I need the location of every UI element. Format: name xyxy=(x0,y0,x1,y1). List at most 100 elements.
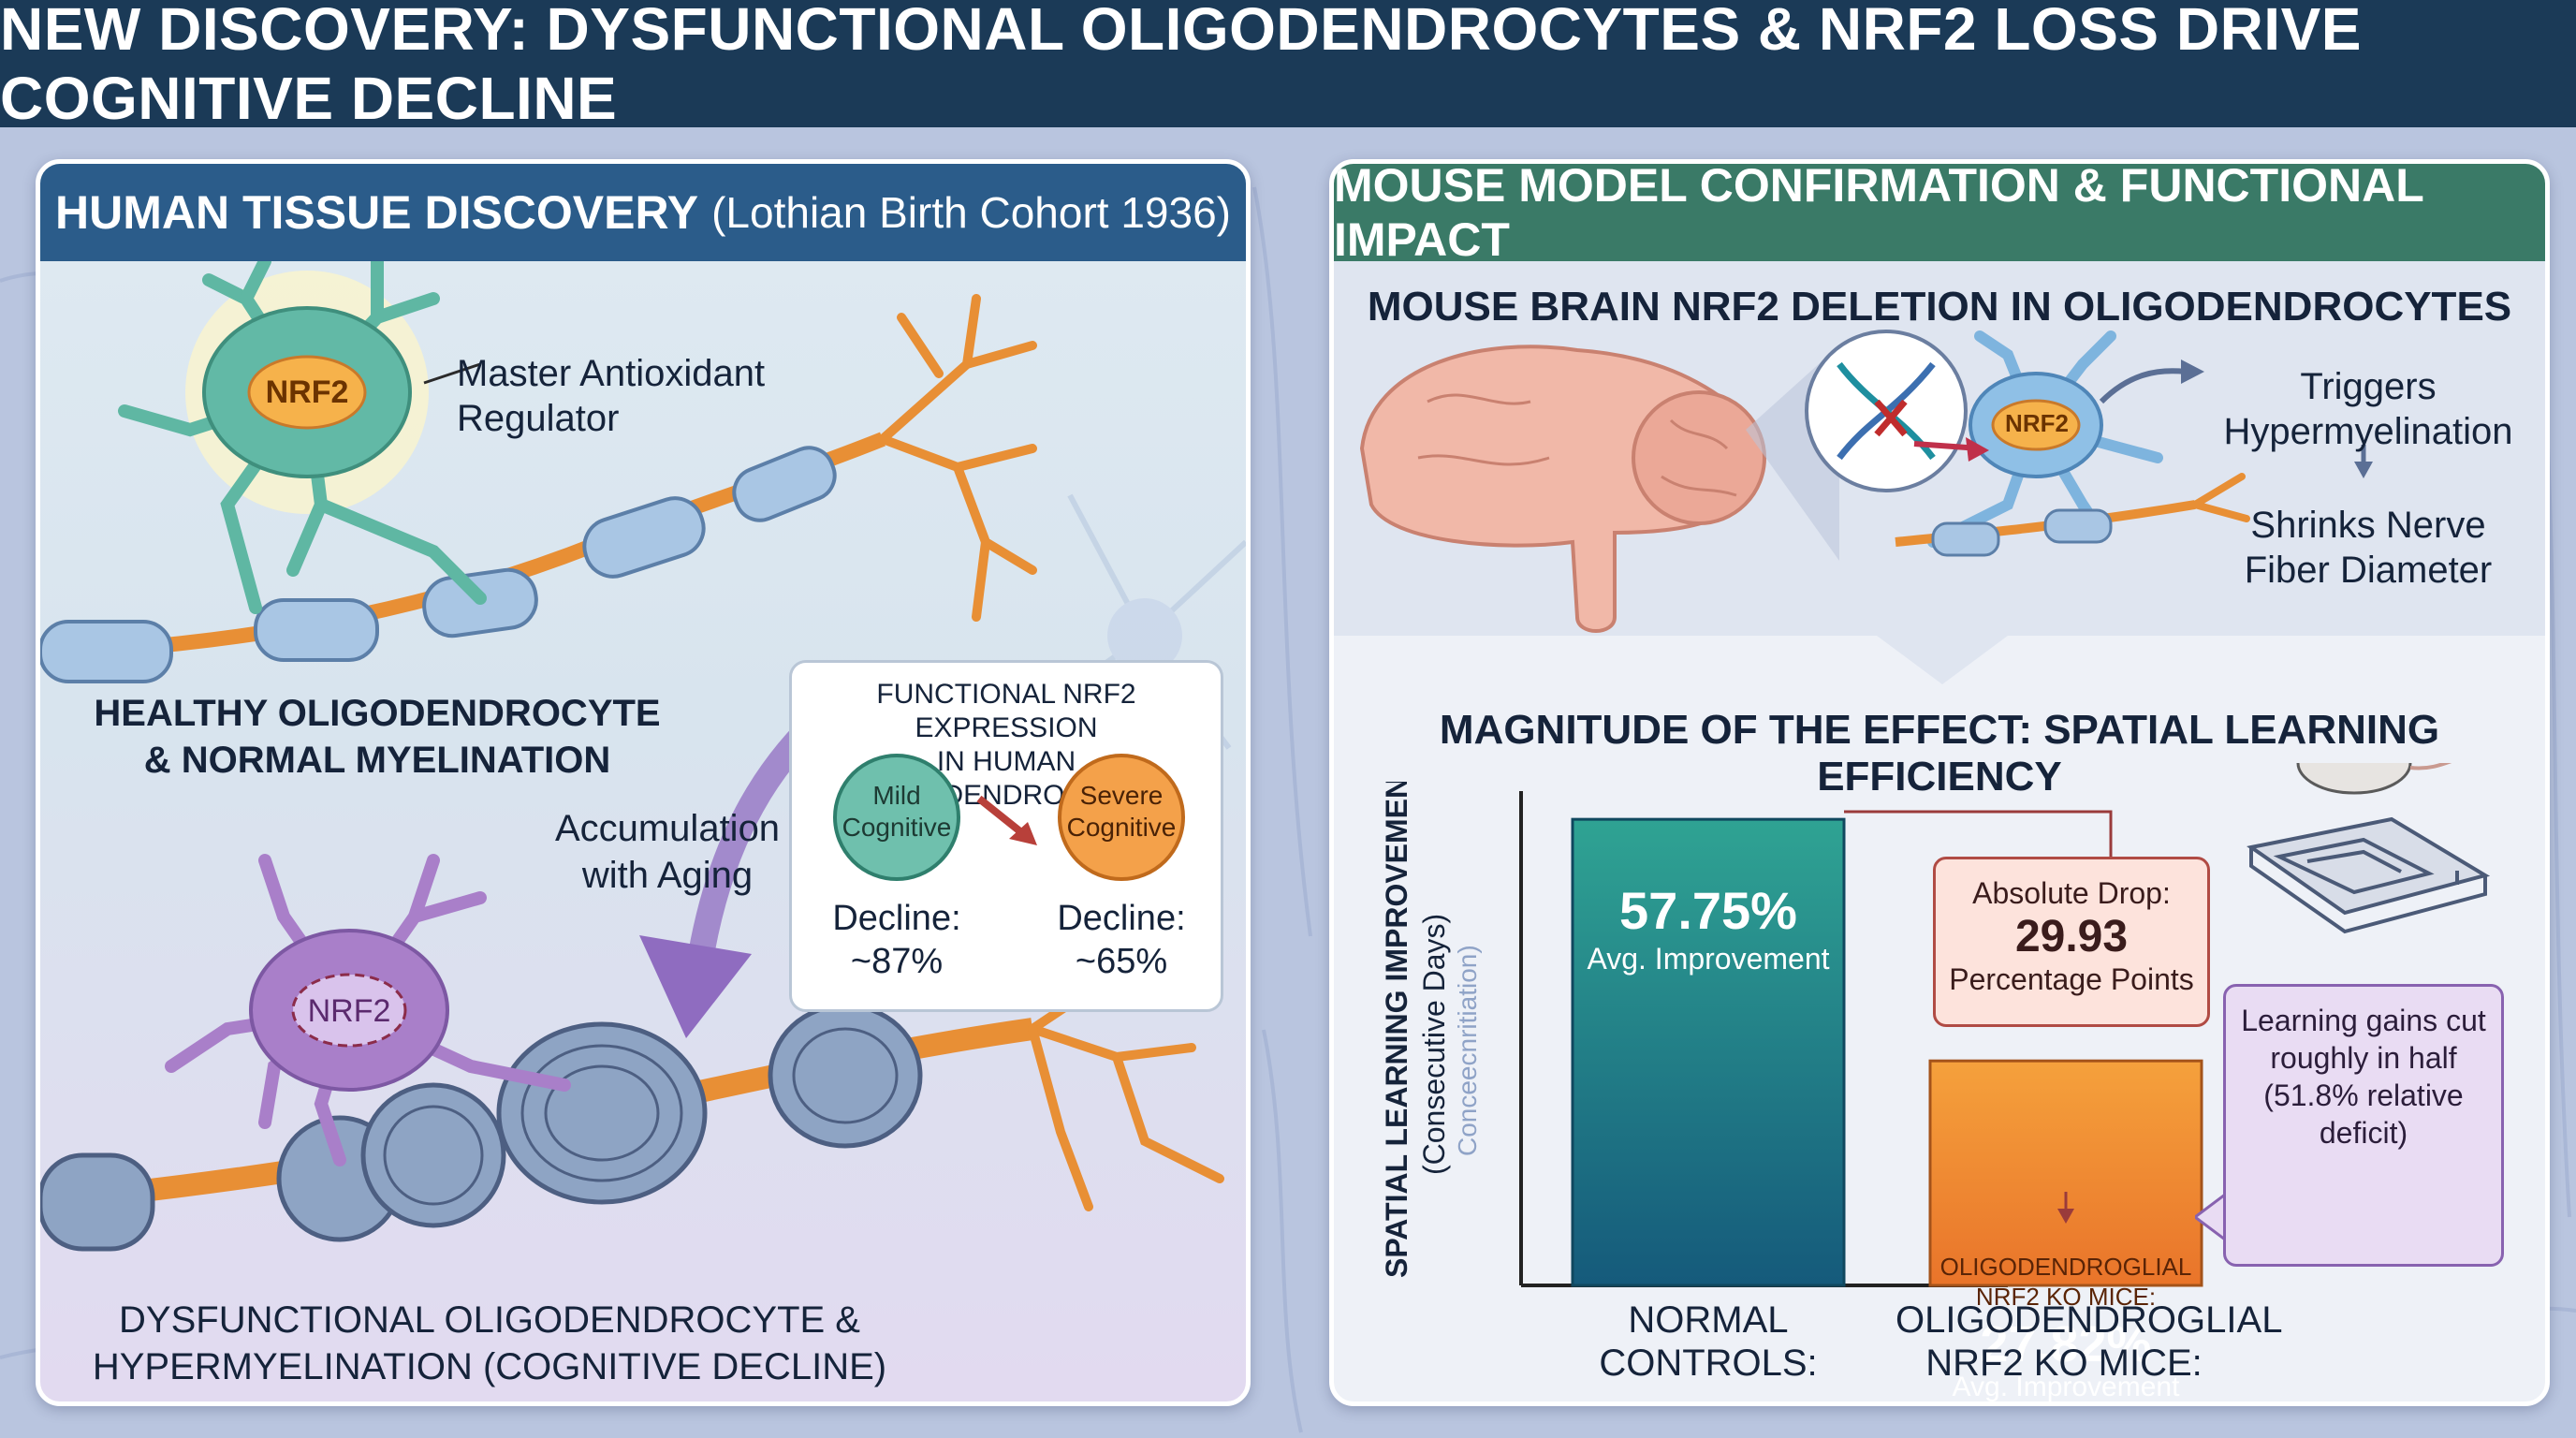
healthy-caption-line-2: & NORMAL MYELINATION xyxy=(143,740,611,781)
x-label-ko-line-2: NRF2 KO MICE: xyxy=(1925,1343,2203,1384)
learning-gains-line-3: (51.8% relative xyxy=(2263,1078,2464,1112)
severe-decline-value: ~65% xyxy=(1075,942,1168,981)
bar1-sub: Avg. Improvement xyxy=(1587,942,1830,976)
learning-gains-line-4: deficit) xyxy=(2319,1116,2408,1150)
dysfunctional-nrf2-label: NRF2 xyxy=(307,993,391,1029)
mouse-model-header-text: MOUSE MODEL CONFIRMATION & FUNCTIONAL IM… xyxy=(1334,159,2423,266)
master-regulator-annotation: Master Antioxidant Regulator xyxy=(457,351,831,441)
severe-label-line-1: Severe xyxy=(1079,781,1164,810)
triggers-line-2: Hypermyelination xyxy=(2223,411,2513,452)
decline-arrow-head-icon xyxy=(1009,822,1037,845)
triggers-line-1: Triggers xyxy=(2300,366,2437,407)
absolute-drop-callout: Absolute Drop: 29.93 Percentage Points xyxy=(1933,857,2210,1027)
aging-caption-line-1: Accumulation xyxy=(554,808,781,849)
mild-decline-label: Decline: xyxy=(832,899,961,938)
absolute-drop-line-1: Absolute Drop: xyxy=(1972,876,2171,910)
aging-caption-line-2: with Aging xyxy=(581,855,754,896)
expression-title-line-1: FUNCTIONAL NRF2 EXPRESSION xyxy=(876,679,1136,743)
mouse-model-header: MOUSE MODEL CONFIRMATION & FUNCTIONAL IM… xyxy=(1334,164,2545,266)
learning-gains-line-1: Learning gains cut xyxy=(2241,1004,2486,1037)
mouse-nrf2-label: NRF2 xyxy=(2005,409,2069,437)
dysfunctional-oligodendrocyte-icon xyxy=(165,854,571,1167)
decline-arrow-icon xyxy=(976,795,1029,840)
triggers-arrow-icon xyxy=(2099,368,2187,404)
human-tissue-header-sub: (Lothian Birth Cohort 1936) xyxy=(711,188,1231,237)
shrinks-arrow-head-icon xyxy=(2354,462,2373,478)
drop-connector-top xyxy=(1844,810,2113,857)
x-label-normal-line-2: CONTROLS: xyxy=(1599,1343,1818,1384)
y-axis-label-faded: Conceecnritiation) xyxy=(1453,945,1482,1156)
human-tissue-header: HUMAN TISSUE DISCOVERY (Lothian Birth Co… xyxy=(40,164,1246,261)
mild-label-line-2: Cognitive xyxy=(842,813,952,842)
aging-caption: Accumulation with Aging xyxy=(527,805,808,899)
bar2-header: OLIGODENDROGLIAL NRF2 KO MICE: xyxy=(1930,1252,2202,1312)
bar-normal-controls xyxy=(1571,817,1846,1287)
bar2-header-line-1: OLIGODENDROGLIAL xyxy=(1939,1253,2192,1281)
x-label-ko-line-1: OLIGODENDROGLIAL xyxy=(1895,1299,2283,1341)
x-label-ko: OLIGODENDROGLIAL NRF2 KO MICE: xyxy=(1895,1299,2283,1385)
healthy-oligodendrocyte-icon xyxy=(118,261,487,614)
learning-gains-text: Learning gains cut roughly in half (51.8… xyxy=(2226,1002,2501,1152)
x-label-normal: NORMAL CONTROLS: xyxy=(1573,1299,1844,1385)
y-axis-label-group: SPATIAL LEARNING IMPROVEMENT (Consecutiv… xyxy=(1380,782,1482,1278)
severe-decline-label: Decline: xyxy=(1057,899,1186,938)
deletion-arrow-head-icon xyxy=(1966,437,1989,462)
absolute-drop-value: 29.93 xyxy=(2014,912,2129,961)
x-label-normal-line-1: NORMAL xyxy=(1628,1299,1789,1341)
triggers-arrow-head-icon xyxy=(2181,360,2204,384)
healthy-axon-icon xyxy=(40,294,1037,683)
bar2-value: 27.82% xyxy=(1980,1316,2152,1372)
mouse-brain-icon xyxy=(1359,345,1766,633)
learning-gains-line-2: roughly in half xyxy=(2270,1041,2457,1075)
annotation-line-1: Master Antioxidant xyxy=(457,353,766,394)
severe-cognitive-label: Severe Cognitive xyxy=(1060,780,1183,844)
section-pointer xyxy=(1877,636,2008,684)
bar-nrf2-ko-mice xyxy=(1928,1059,2203,1287)
annotation-line-2: Regulator xyxy=(457,398,620,439)
mild-label-line-1: Mild xyxy=(872,781,921,810)
y-axis-label-sub: (Consecutive Days) xyxy=(1417,914,1451,1175)
drop-arrow-head-icon xyxy=(2057,1209,2074,1224)
dysfunctional-caption-line-1: DYSFUNCTIONAL OLIGODENDROCYTE & xyxy=(119,1299,860,1341)
deletion-illustration xyxy=(1359,330,2373,684)
page-title: NEW DISCOVERY: DYSFUNCTIONAL OLIGODENDRO… xyxy=(0,0,2362,132)
dysfunctional-caption-line-2: HYPERMYELINATION (COGNITIVE DECLINE) xyxy=(92,1346,887,1387)
mild-to-severe-diagram xyxy=(833,754,1185,881)
human-tissue-panel: HUMAN TISSUE DISCOVERY (Lothian Birth Co… xyxy=(36,159,1251,1406)
healthy-nrf2-label: NRF2 xyxy=(265,374,349,410)
bar2-label: 27.82% Avg. Improvement xyxy=(1930,1316,2202,1402)
bar1-value: 57.75% xyxy=(1619,881,1797,940)
nrf2-expression-box: FUNCTIONAL NRF2 EXPRESSION IN HUMAN OLIG… xyxy=(789,660,1223,1012)
shrinks-line-1: Shrinks Nerve xyxy=(2250,505,2486,546)
mild-decline-value: ~87% xyxy=(850,942,944,981)
y-axis-label: SPATIAL LEARNING IMPROVEMENT xyxy=(1380,782,1413,1278)
annotation-pointer xyxy=(423,362,481,385)
triggers-label: Triggers Hypermyelination xyxy=(2200,364,2537,454)
spatial-learning-chart xyxy=(1519,763,2491,1287)
mouse-maze-icon xyxy=(2247,763,2491,934)
mild-cognitive-label: Mild Cognitive xyxy=(835,780,959,844)
human-tissue-header-text: HUMAN TISSUE DISCOVERY xyxy=(55,186,699,239)
background-neuron-icon xyxy=(1049,493,1246,750)
mouse-subheader: MOUSE BRAIN NRF2 DELETION IN OLIGODENDRO… xyxy=(1367,284,2512,330)
healthy-caption: HEALTHY OLIGODENDROCYTE & NORMAL MYELINA… xyxy=(78,690,677,784)
ko-oligodendrocyte-icon xyxy=(1895,330,2250,557)
bar1-label: 57.75% Avg. Improvement xyxy=(1573,880,1844,976)
chart-title: MAGNITUDE OF THE EFFECT: SPATIAL LEARNIN… xyxy=(1439,707,2440,800)
severe-label-line-2: Cognitive xyxy=(1066,813,1177,842)
mild-decline-stat: Decline: ~87% xyxy=(812,897,981,983)
absolute-drop-line-3: Percentage Points xyxy=(1949,962,2194,996)
dysfunctional-caption: DYSFUNCTIONAL OLIGODENDROCYTE & HYPERMYE… xyxy=(59,1297,920,1390)
severe-decline-stat: Decline: ~65% xyxy=(1037,897,1206,983)
mild-cognitive-circle xyxy=(833,754,960,881)
mouse-model-panel: MOUSE MODEL CONFIRMATION & FUNCTIONAL IM… xyxy=(1329,159,2550,1406)
dna-deletion-icon xyxy=(1805,330,1968,492)
learning-gains-callout: Learning gains cut roughly in half (51.8… xyxy=(2223,984,2504,1267)
severe-cognitive-circle xyxy=(1058,754,1185,881)
title-bar: NEW DISCOVERY: DYSFUNCTIONAL OLIGODENDRO… xyxy=(0,0,2576,132)
healthy-caption-line-1: HEALTHY OLIGODENDROCYTE xyxy=(94,693,661,734)
bar2-sub: Avg. Improvement xyxy=(1952,1372,2180,1402)
dysfunctional-axon-icon xyxy=(40,902,1224,1252)
shrinks-label: Shrinks Nerve Fiber Diameter xyxy=(2200,503,2537,593)
bar2-header-line-2: NRF2 KO MICE: xyxy=(1975,1283,2157,1311)
